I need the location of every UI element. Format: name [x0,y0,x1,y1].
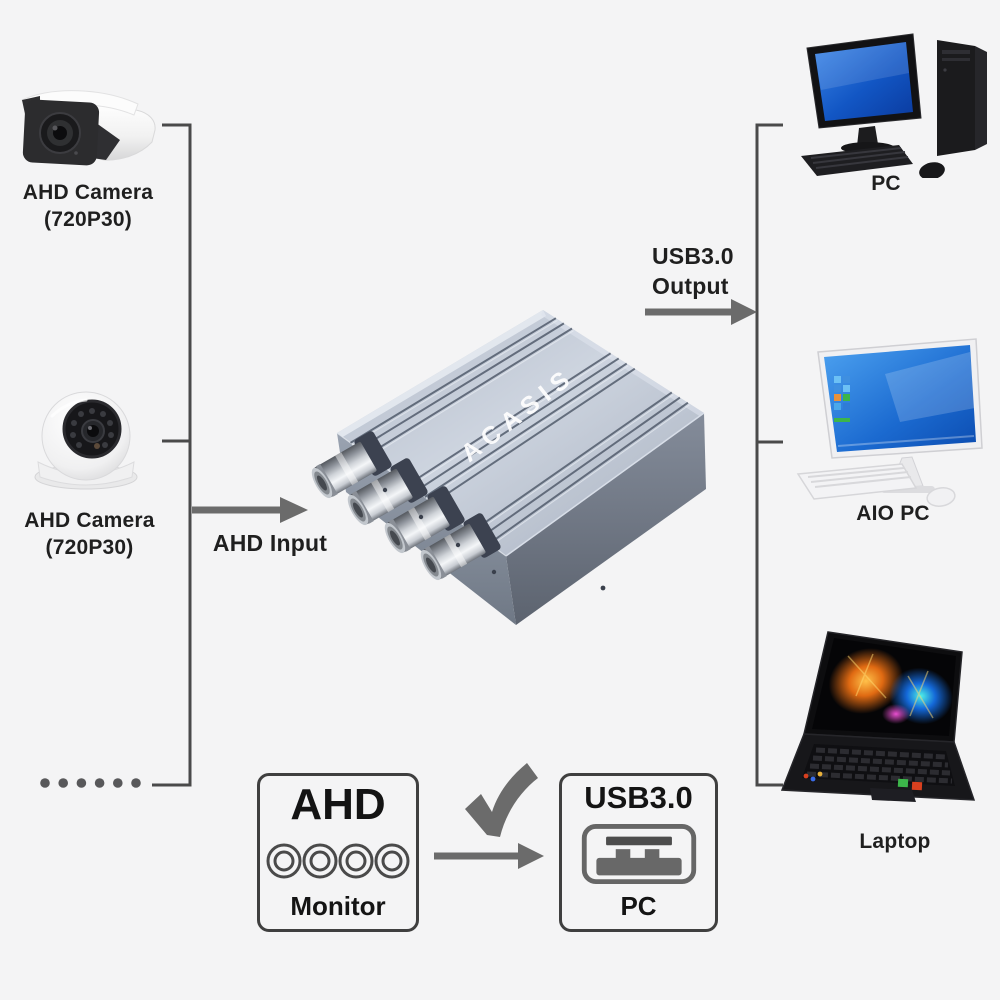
camera2-label: AHD Camera (720P30) [2,507,177,561]
ahd-input-arrow-icon [192,497,308,523]
bnc-ports-icon [266,843,410,879]
bullet-camera-art [21,90,156,166]
laptop-label: Laptop [859,830,931,853]
usb-output-line1: USB3.0 [652,243,734,269]
ahd-input-label: AHD Input [212,530,328,556]
bnc-connector-icon [384,486,465,554]
monitor-to-pc-arrow-icon [434,843,544,869]
laptop-art [780,631,976,802]
usb-output-arrow-icon [645,299,757,325]
bnc-connector-icon [420,513,501,581]
laptop-icon [780,631,976,802]
camera1-label: AHD Camera (720P30) [0,179,176,233]
camera2-spec: (720P30) [45,536,134,559]
laptop-keys [806,747,953,784]
ahd-monitor-box: AHD Monitor [257,773,419,932]
dome-ir-leds [70,408,114,449]
check-icon [465,763,538,837]
more-cameras-dots-icon [40,778,141,788]
dome-camera-icon [34,391,138,490]
camera2-name: AHD Camera [24,509,155,532]
right-bracket-line [755,123,783,787]
aio-pc-art [796,338,983,507]
bullet-camera-icon [21,90,156,166]
device-screws [382,487,606,591]
pc-keyboard-keys [810,147,909,169]
dome-camera-art [34,391,138,490]
device-groove-highlights [351,319,690,547]
bnc-connector-icon [347,458,428,526]
aio-pc-icon [796,338,983,507]
camera1-spec: (720P30) [44,208,132,231]
laptop-stickers [803,771,923,791]
aio-start-tiles [834,376,850,422]
bnc-connector-icon [311,431,392,499]
usb-port-icon [581,823,696,884]
usb-pc-title: USB3.0 [584,780,693,815]
usb-output-label: USB3.0 Output [652,241,782,301]
camera1-name: AHD Camera [22,181,154,204]
ahd-monitor-caption: Monitor [290,891,386,921]
device-grooves [349,317,689,545]
ahd-monitor-title: AHD [290,780,386,829]
usb-pc-box: USB3.0 PC [559,773,718,932]
bnc-connectors [311,431,606,591]
desktop-pc-icon [801,33,987,178]
pc-label: PC [871,172,901,195]
left-bracket-line [152,123,192,787]
desktop-pc-art [801,33,987,178]
capture-device-icon: ACASIS [311,310,706,625]
usb-output-line2: Output [652,273,729,299]
usb-pc-caption: PC [620,890,657,921]
aio-pc-label: AIO PC [856,502,930,525]
aio-keyboard-keys [807,467,912,488]
